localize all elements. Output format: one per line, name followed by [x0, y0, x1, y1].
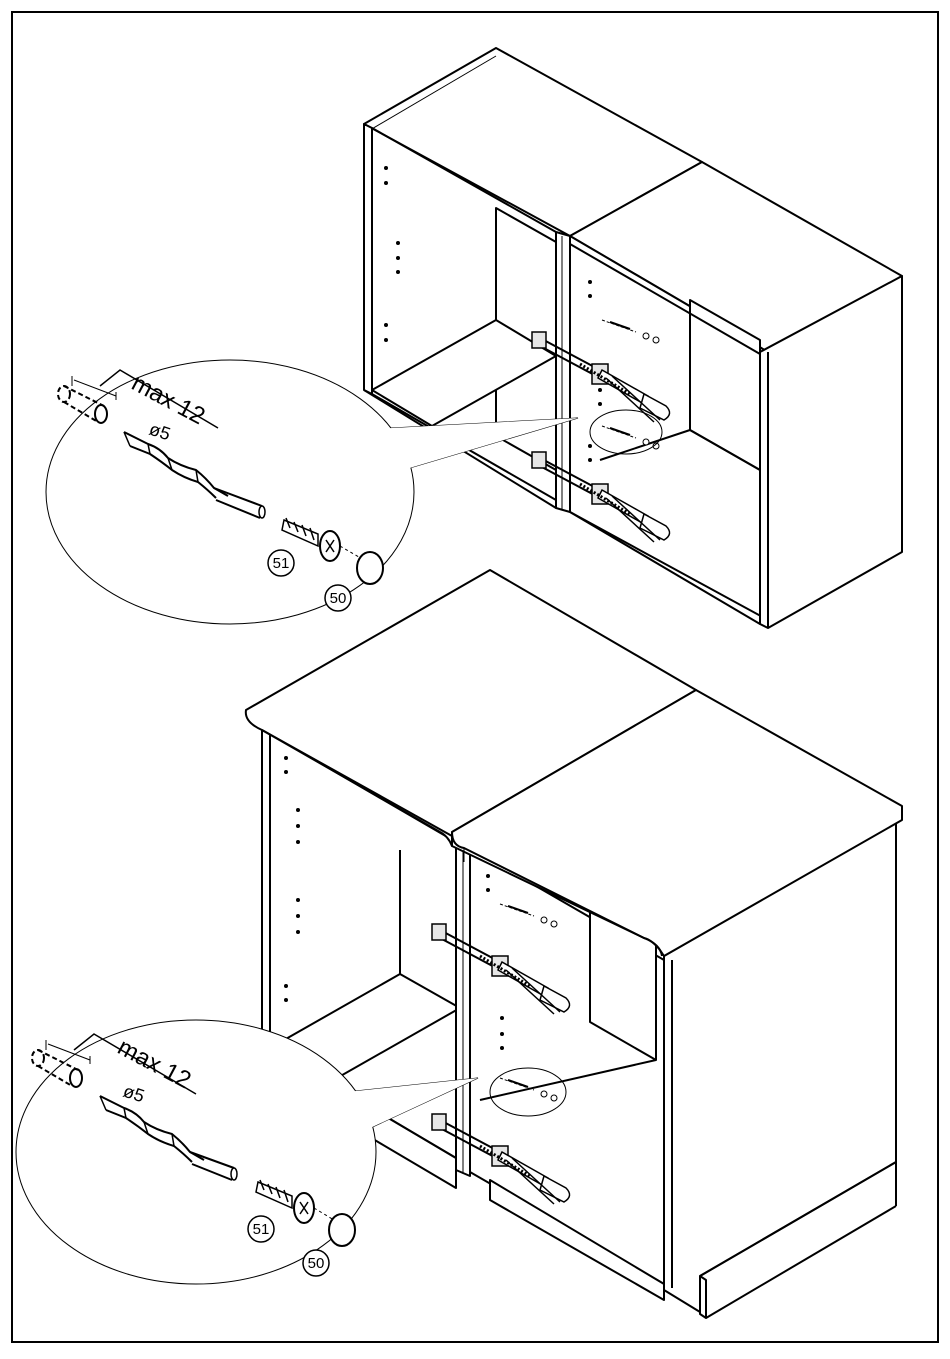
upper-cap-part-number: 50 [330, 590, 347, 607]
upper-cabinet-pair [364, 48, 902, 628]
lower-cap-part-number: 50 [308, 1255, 325, 1272]
lower-screw-part-number: 51 [253, 1221, 270, 1238]
upper-screw-part-number: 51 [273, 555, 290, 572]
